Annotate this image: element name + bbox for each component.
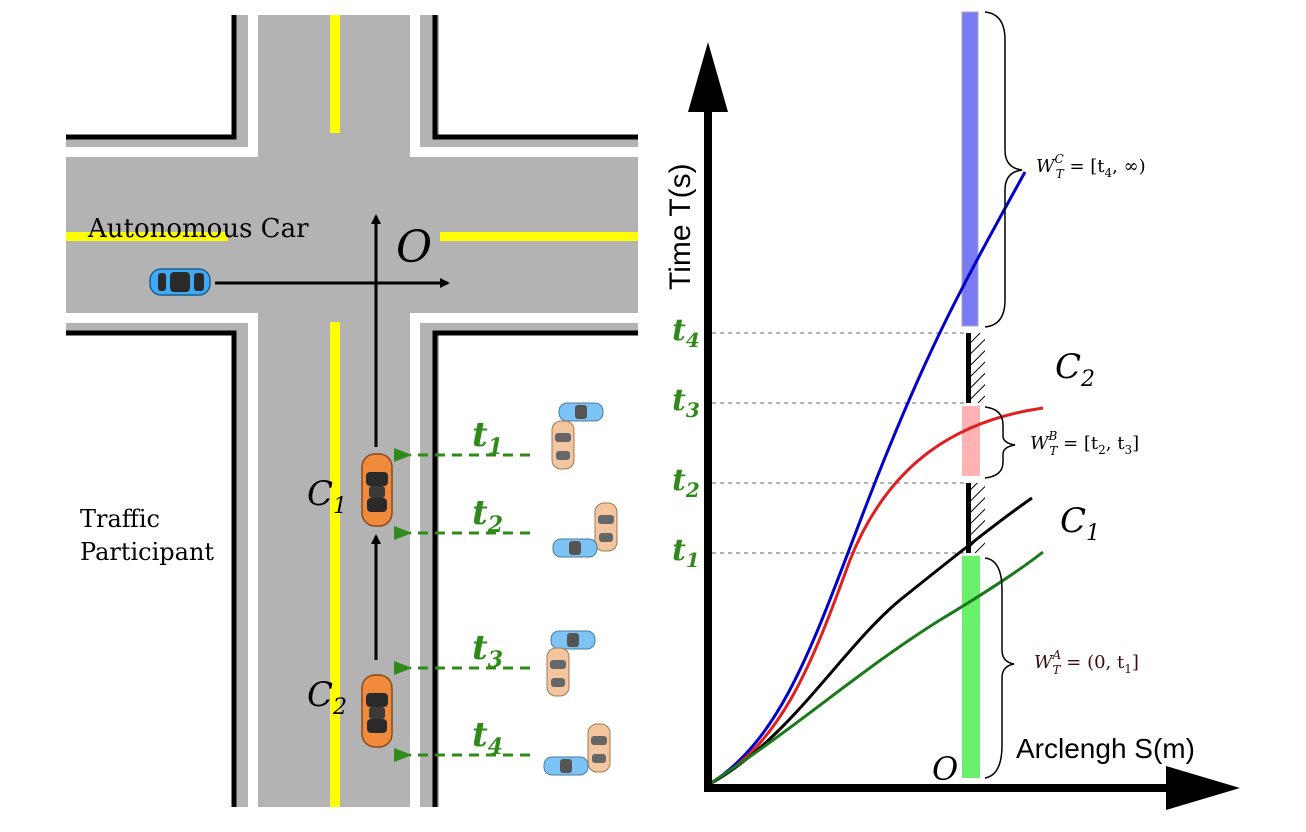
curve-black xyxy=(707,496,1033,787)
y-axis-arrowhead xyxy=(688,42,728,112)
window-a-brace xyxy=(984,557,1015,779)
curve-c2-label: C2 xyxy=(1055,347,1095,392)
curve-red xyxy=(707,406,1044,787)
plot-origin-label: O xyxy=(932,750,958,788)
curve-blue xyxy=(707,171,1027,787)
window-c-brace xyxy=(984,11,1023,328)
snapshot-t4-icon xyxy=(543,723,611,776)
t4-road-label: t4 xyxy=(472,715,503,760)
x-axis-label: Arclengh S(m) xyxy=(1016,733,1195,764)
intersection-map: Autonomous Car O Traffic Participant C1 … xyxy=(66,15,638,807)
t2-road-label: t2 xyxy=(472,493,503,538)
curve-green xyxy=(707,550,1044,787)
y-tick-t3: t3 xyxy=(672,383,700,422)
st-plot: Time T(s) Arclengh S(m) O t4 t3 t2 t1 C2… xyxy=(664,11,1240,810)
road-curbs xyxy=(66,15,638,807)
x-axis-arrowhead xyxy=(1166,766,1240,810)
plot-axes xyxy=(688,42,1240,810)
snapshot-t2-icon xyxy=(552,502,618,558)
time-guide-lines xyxy=(712,332,966,554)
snapshot-t3-icon xyxy=(546,630,596,697)
window-a-bar xyxy=(962,556,980,778)
c1-road-label: C1 xyxy=(307,474,347,519)
c1-car-icon xyxy=(361,453,393,527)
window-b-brace xyxy=(984,406,1016,479)
autonomous-car-label: Autonomous Car xyxy=(87,214,309,244)
window-c-bar xyxy=(961,11,979,327)
participant-label-line1: Traffic xyxy=(80,505,160,533)
c2-car-icon xyxy=(361,674,393,748)
white-lane-edges xyxy=(66,15,638,807)
center-lines xyxy=(66,15,638,807)
autonomous-car-icon xyxy=(149,268,211,296)
snapshot-t1-icon xyxy=(551,402,604,470)
window-b-bar xyxy=(962,406,980,476)
time-arrows xyxy=(394,448,530,762)
y-tick-t4: t4 xyxy=(672,313,700,352)
y-tick-t2: t2 xyxy=(672,463,700,502)
t1-road-label: t1 xyxy=(472,415,503,460)
y-tick-t1: t1 xyxy=(672,533,700,572)
curve-c1-label: C1 xyxy=(1060,501,1100,546)
t3-road-label: t3 xyxy=(472,628,503,673)
origin-label: O xyxy=(396,222,432,273)
y-axis-label: Time T(s) xyxy=(664,163,697,290)
c2-road-label: C2 xyxy=(307,675,347,720)
participant-label-line2: Participant xyxy=(80,538,214,566)
